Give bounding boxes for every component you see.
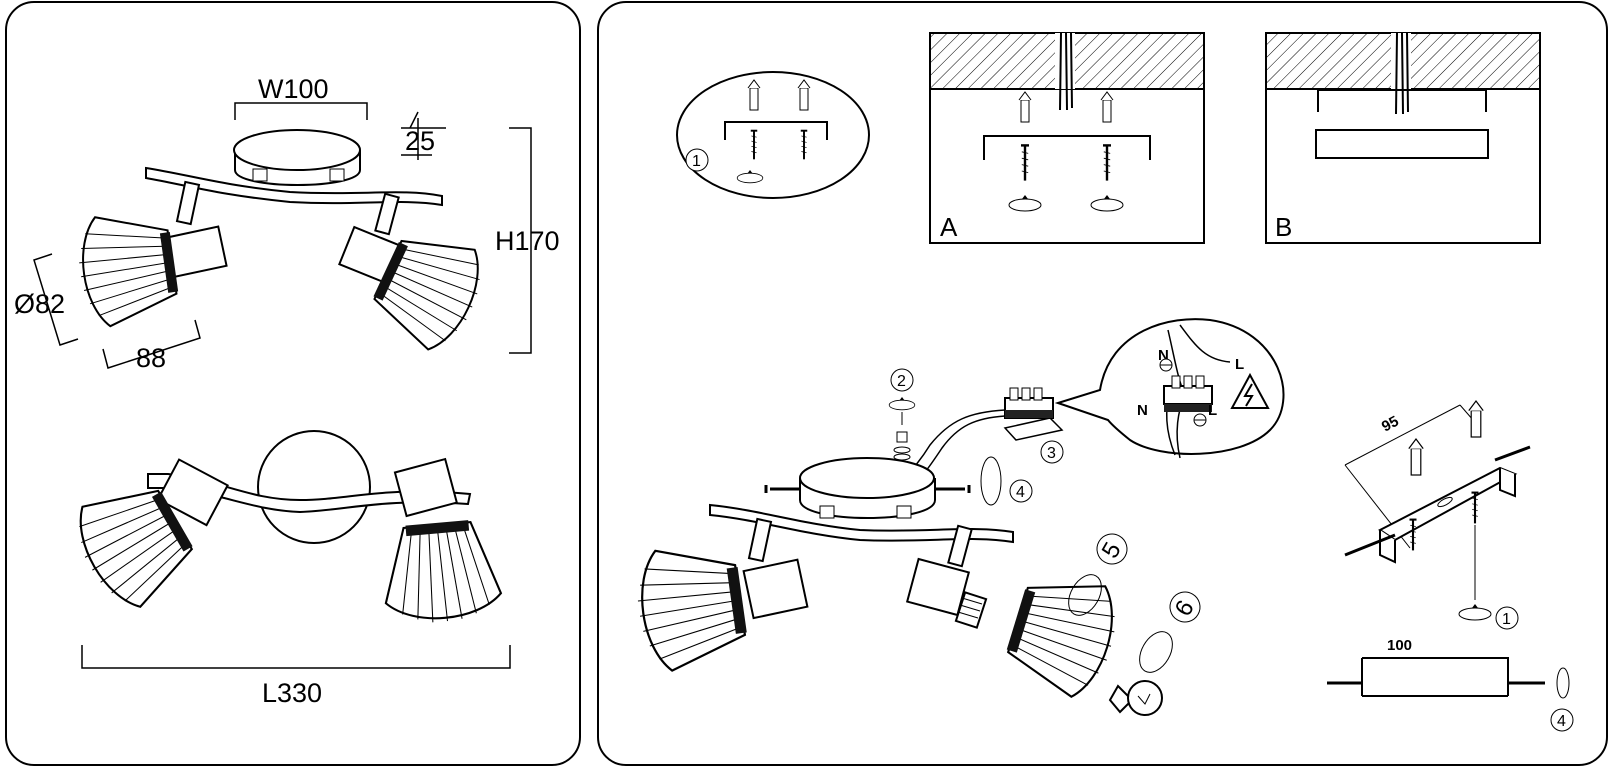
length-dimension-line xyxy=(81,645,511,669)
shade-length-label: 88 xyxy=(136,343,166,373)
height-dimension-line xyxy=(509,127,532,354)
step-1-callout: 1 xyxy=(676,71,870,199)
diameter-label: Ø82 xyxy=(14,289,65,319)
mount-view-a-label: A xyxy=(940,212,958,242)
installation-panel: 1 A B xyxy=(597,1,1608,766)
high-voltage-warning-icon xyxy=(1230,372,1270,409)
bulb-icon xyxy=(1108,680,1163,716)
height-label: H170 xyxy=(495,226,560,256)
terminal-block: 3 xyxy=(911,387,1064,473)
length-label: L330 xyxy=(262,678,322,708)
width-dimension-line xyxy=(234,102,368,120)
assembly-fixture: 4 5 6 xyxy=(630,456,1201,716)
wire-l-top: L xyxy=(1235,356,1244,373)
bracket-plate-length: 100 xyxy=(1387,637,1412,654)
top-view-fixture xyxy=(61,430,504,628)
shade-length-dimension-line xyxy=(102,319,201,369)
mount-view-a: A xyxy=(929,32,1205,244)
dimensions-panel: W100 25 H170 Ø82 88 L330 xyxy=(5,1,581,766)
bracket-step-4: 4 xyxy=(1557,713,1566,730)
wiring-callout: N L N L xyxy=(1054,318,1285,459)
step-2-number: 2 xyxy=(897,373,906,390)
bracket-hole-spacing: 95 xyxy=(1379,413,1402,436)
wire-l-bottom: L xyxy=(1208,402,1217,419)
step-3-number: 3 xyxy=(1047,445,1056,462)
mounting-bracket: 95 1 xyxy=(1344,400,1531,630)
depth-label: 25 xyxy=(405,126,435,156)
wire-n-bottom: N xyxy=(1137,402,1148,419)
width-label: W100 xyxy=(258,74,329,104)
side-view-fixture xyxy=(72,129,496,360)
mount-view-b: B xyxy=(1265,32,1541,244)
bracket-plate: 100 4 xyxy=(1327,637,1574,732)
step-4-number: 4 xyxy=(1016,484,1025,501)
bracket-step-1: 1 xyxy=(1502,611,1511,628)
wire-n-top: N xyxy=(1158,347,1169,364)
mount-view-b-label: B xyxy=(1275,212,1292,242)
step-1-number: 1 xyxy=(692,153,701,170)
diameter-dimension-line xyxy=(33,253,79,346)
depth-dimension-line xyxy=(401,111,446,160)
